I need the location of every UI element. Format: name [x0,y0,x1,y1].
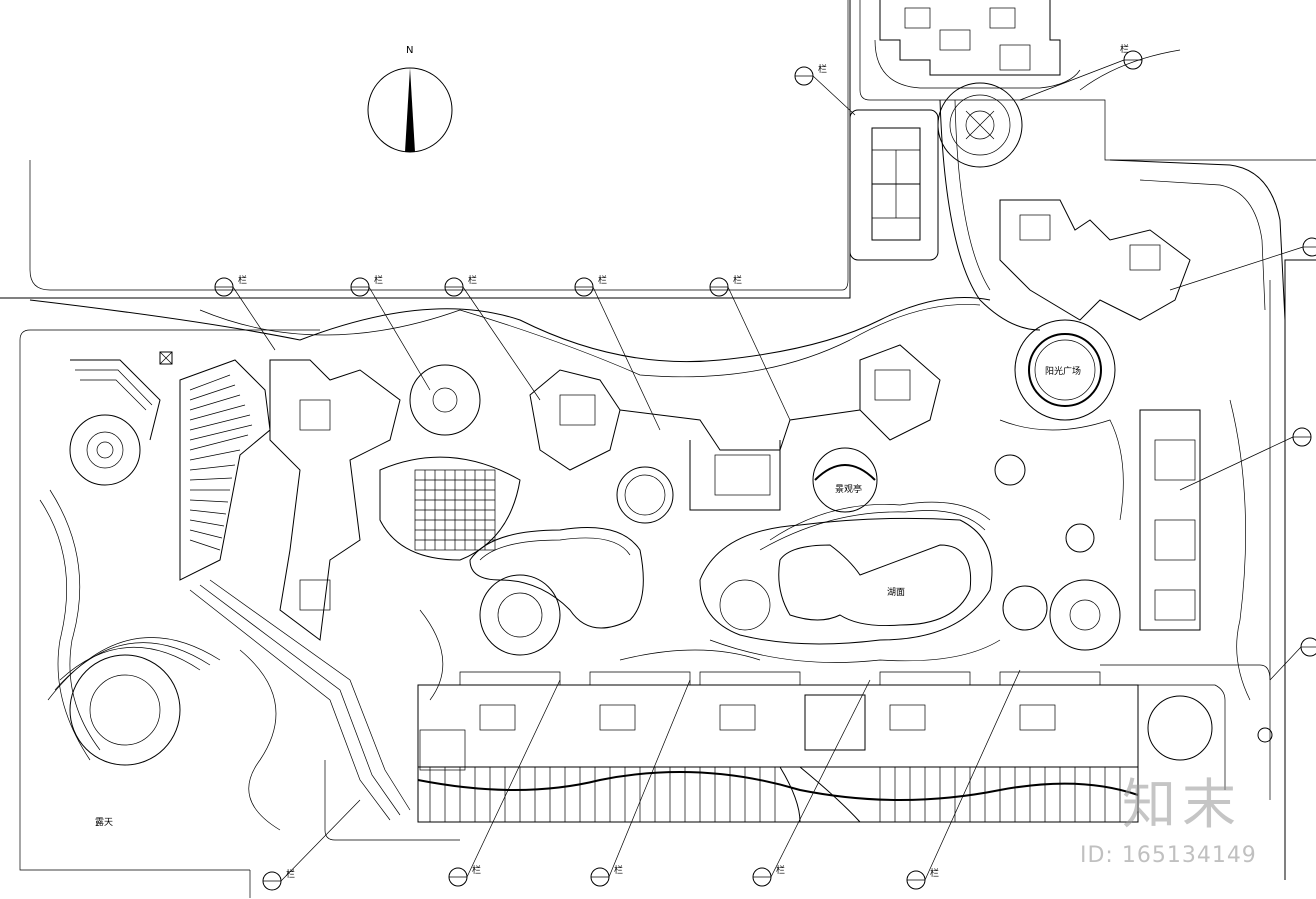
callout-c3-text: 栏 [468,274,477,286]
terrace-south [417,766,1139,823]
callout-c8 [1169,237,1316,291]
callout-c1: 栏 [214,274,276,351]
callout-c14: 栏 [752,679,871,887]
building-curve-north [529,344,941,511]
callout-c13-text: 栏 [614,864,623,876]
callout-c14-text: 栏 [776,864,785,876]
left-amphitheatre-lower: 露天 [47,637,221,828]
left-label: 露天 [95,817,113,828]
circular-plaza: 阳光广场 [1014,319,1116,421]
pond-west [469,527,644,629]
watermark-logo: 知末 [1122,773,1242,836]
tennis-court [849,109,939,261]
building-right-cluster [999,199,1201,631]
callout-c12-text: 栏 [472,864,481,876]
callout-c5: 栏 [709,274,791,421]
stair-ramp [179,359,411,821]
callout-c13: 栏 [590,679,691,887]
grid-plaza [379,456,521,561]
roads [29,49,1286,378]
callout-c5-text: 栏 [733,274,742,286]
callout-c6: 栏 [794,63,856,116]
plaza-circle-label: 阳光广场 [1045,365,1081,377]
left-amphitheatre-upper [69,359,161,486]
callout-c2-text: 栏 [374,274,383,286]
building-top-right [874,0,1081,89]
callout-c11-text: 栏 [286,868,295,880]
callout-c7-text: 栏 [1120,43,1129,55]
callout-c4-text: 栏 [598,274,607,286]
building-south-row [417,671,1139,771]
callout-c1-text: 栏 [238,274,247,286]
building-west [269,359,401,641]
callout-c2: 栏 [350,274,431,391]
road-south [324,664,1271,841]
callout-c11: 栏 [262,799,361,891]
watermark-id: ID: 165134149 [1080,843,1257,868]
lake-label: 湖面 [887,587,905,598]
callout-c4: 栏 [574,274,661,431]
callout-c10 [1269,637,1316,681]
callout-c7: 栏 [1019,43,1143,101]
callout-c12: 栏 [448,679,561,887]
callout-c3: 栏 [444,274,541,401]
north-label: N [406,45,413,56]
garden-circles: 景观亭 [409,364,1273,761]
small-label: 景观亭 [835,483,862,495]
north-arrow-icon: N [367,45,453,153]
lake: 湖面 [699,501,1001,663]
pavilion-top [937,82,1023,168]
marker-square [159,351,173,365]
contours [39,399,1251,831]
callout-c9 [1179,427,1312,491]
callout-c6-text: 栏 [818,63,827,75]
callouts: 栏 栏 栏 栏 栏 栏 栏 [214,43,1316,891]
callout-c15-text: 栏 [930,867,939,879]
callout-c15: 栏 [906,669,1021,890]
